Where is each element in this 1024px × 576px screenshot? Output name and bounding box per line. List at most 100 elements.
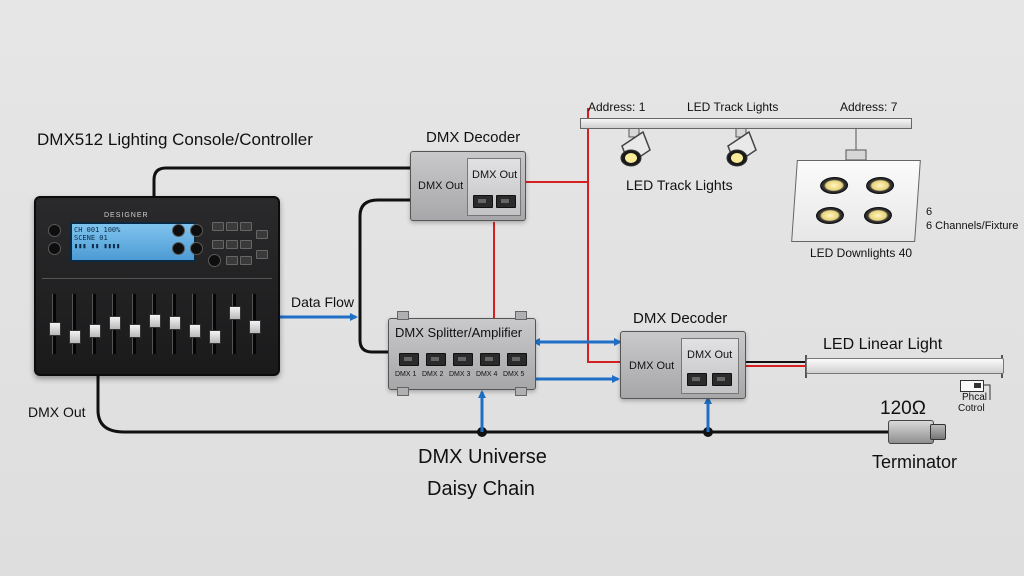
track-spot-2 (726, 126, 757, 167)
console-button[interactable] (212, 240, 224, 249)
splitter-port-4[interactable] (480, 353, 500, 366)
pedal-control-icon (960, 380, 984, 392)
pedal-label-2: Cotrol (958, 403, 985, 414)
terminator-title: Terminator (872, 452, 958, 472)
universe-caption-line1: DMX Universe (418, 446, 547, 468)
downlight (863, 207, 893, 224)
fader[interactable] (209, 294, 221, 354)
fader-cap[interactable] (129, 324, 141, 338)
mount-tab (397, 311, 409, 320)
dmx-decoder-top: DMX Out DMX Out (410, 151, 526, 221)
track-caption: LED Track Lights (626, 177, 733, 193)
dmx-port[interactable] (687, 373, 707, 386)
console-dmx-out-label: DMX Out (28, 404, 86, 420)
terminator-cap (930, 424, 946, 440)
fader-cap[interactable] (169, 316, 181, 330)
fader-cap[interactable] (209, 330, 221, 344)
fader[interactable] (69, 294, 81, 354)
console-knob[interactable] (48, 224, 61, 237)
track-rail (580, 118, 912, 129)
fader-cap[interactable] (89, 324, 101, 338)
fader[interactable] (89, 294, 101, 354)
terminator-plug (888, 420, 934, 444)
dmx-port[interactable] (473, 195, 493, 208)
mount-tab (515, 387, 527, 396)
splitter-port-label-3: DMX 3 (449, 371, 471, 378)
console-knob[interactable] (190, 224, 203, 237)
console-button[interactable] (240, 256, 252, 265)
console-button[interactable] (256, 250, 268, 259)
pedal-label-1: Phcal (962, 392, 988, 403)
downlight-count: 6 (926, 206, 933, 218)
downlight-channels: 6 Channels/Fixture (926, 220, 1019, 232)
downlight (815, 207, 845, 224)
dmx-port[interactable] (496, 195, 516, 208)
lcd-line-2: SCENE 01 (74, 234, 108, 242)
dmx-splitter-amplifier: DMX Splitter/Amplifier DMX 1 DMX 2 DMX 3… (388, 311, 536, 396)
universe-caption-line2: Daisy Chain (427, 478, 535, 500)
track-spot-1 (620, 126, 651, 167)
cable-daisy-chain (96, 372, 888, 434)
lcd-line-1: CH 001 100% (74, 226, 121, 234)
terminator-resistance: 120Ω (880, 398, 926, 419)
dmx-port[interactable] (712, 373, 732, 386)
cable-decoder-to-splitter (358, 198, 410, 354)
console-button[interactable] (212, 222, 224, 231)
fader[interactable] (249, 294, 261, 354)
track-title: LED Track Lights (687, 100, 779, 114)
power-line-top (523, 108, 589, 183)
decoder-top-panel: DMX Out (467, 158, 521, 216)
led-linear-light (806, 358, 1004, 374)
fader-cap[interactable] (229, 306, 241, 320)
splitter-port-2[interactable] (426, 353, 446, 366)
fader-cap[interactable] (249, 320, 261, 334)
console-knob[interactable] (208, 254, 221, 267)
console-knob[interactable] (172, 242, 185, 255)
fader-cap[interactable] (49, 322, 61, 336)
console-button[interactable] (226, 240, 238, 249)
fader[interactable] (149, 294, 161, 354)
console-divider (42, 278, 272, 279)
fader[interactable] (189, 294, 201, 354)
splitter-port-5[interactable] (507, 353, 527, 366)
splitter-title: DMX Splitter/Amplifier (395, 325, 523, 340)
fader-cap[interactable] (109, 316, 121, 330)
console-button[interactable] (226, 256, 238, 265)
splitter-port-label-2: DMX 2 (422, 371, 444, 378)
splitter-port-1[interactable] (399, 353, 419, 366)
console-knob[interactable] (190, 242, 203, 255)
decoder-top-side-label: DMX Out (418, 180, 464, 192)
decoder-top-title: DMX Decoder (426, 129, 521, 146)
splitter-port-label-4: DMX 4 (476, 371, 498, 378)
fader[interactable] (229, 294, 241, 354)
downlight-hanger (845, 127, 867, 161)
power-line-right (587, 182, 620, 363)
lcd-line-3: ▮▮▮ ▮▮ ▮▮▮▮ (74, 242, 121, 250)
downlight (819, 177, 849, 194)
mount-tab (397, 387, 409, 396)
cable-console-to-decoder (152, 166, 410, 196)
decoder-top-panel-label: DMX Out (472, 169, 518, 181)
fader-cap[interactable] (149, 314, 161, 328)
console-button[interactable] (226, 222, 238, 231)
fader[interactable] (49, 294, 61, 354)
fader-cap[interactable] (189, 324, 201, 338)
dmx-decoder-bottom: DMX Out DMX Out (620, 331, 746, 399)
console-button[interactable] (256, 230, 268, 239)
track-address-right: Address: 7 (840, 100, 898, 114)
console-button[interactable] (240, 240, 252, 249)
console-knob[interactable] (48, 242, 61, 255)
fader[interactable] (109, 294, 121, 354)
decoder-bottom-panel: DMX Out (681, 338, 739, 394)
decoder-bottom-title: DMX Decoder (633, 310, 728, 327)
track-address-left: Address: 1 (588, 100, 646, 114)
downlight-panel (791, 160, 921, 242)
dmx-console: DESIGNER CH 001 100% SCENE 01 ▮▮▮ ▮▮ ▮▮▮… (34, 196, 280, 376)
fader[interactable] (169, 294, 181, 354)
splitter-port-3[interactable] (453, 353, 473, 366)
decoder-bottom-panel-label: DMX Out (687, 349, 733, 361)
console-button[interactable] (240, 222, 252, 231)
fader[interactable] (129, 294, 141, 354)
fader-cap[interactable] (69, 330, 81, 344)
console-knob[interactable] (172, 224, 185, 237)
